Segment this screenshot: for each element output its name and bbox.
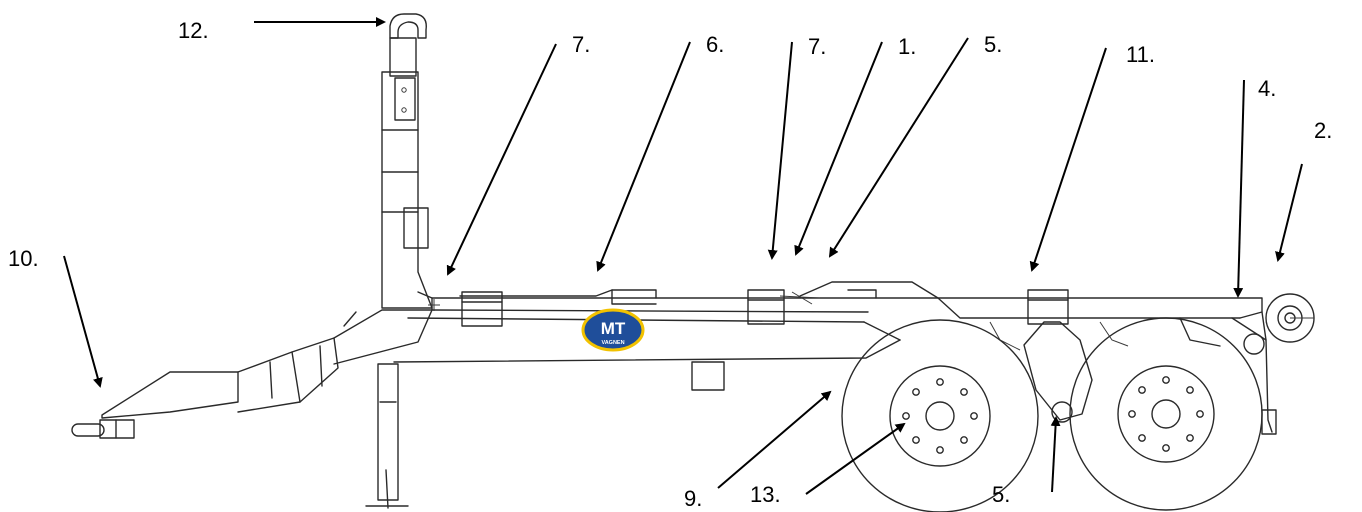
callout-10: 10. — [8, 246, 39, 271]
callout-7-middle: 7. — [808, 34, 827, 59]
arrow-9 — [717, 390, 832, 489]
arrow-1 — [794, 41, 883, 256]
arrow-10 — [63, 255, 103, 388]
towing-eye — [71, 419, 135, 439]
wheel-rear — [1069, 317, 1263, 511]
hook-arm — [381, 37, 433, 309]
callout-11: 11. — [1126, 42, 1155, 67]
mt-vagnen-logo: MT VAGNEN — [581, 308, 645, 352]
arrow-7-front — [446, 43, 557, 276]
arrow-7-middle — [767, 41, 793, 260]
support-leg — [365, 363, 409, 509]
callout-5-top: 5. — [984, 32, 1003, 57]
arrow-6 — [596, 41, 691, 272]
arrow-13 — [805, 422, 906, 495]
roller-middle — [747, 289, 785, 325]
arrow-5-bottom — [1050, 416, 1061, 493]
callout-7-front: 7. — [572, 32, 591, 57]
arrow-4 — [1233, 79, 1245, 298]
callout-12: 12. — [178, 18, 209, 43]
callout-2: 2. — [1314, 118, 1333, 143]
callout-13: 13. — [750, 482, 781, 507]
arrow-11 — [1029, 47, 1107, 272]
bed-rails — [459, 281, 939, 305]
svg-text:VAGNEN: VAGNEN — [601, 340, 624, 346]
callout-6: 6. — [706, 32, 725, 57]
callout-5-bottom: 5. — [992, 482, 1011, 507]
arrow-2 — [1275, 163, 1303, 262]
callout-arrows — [63, 17, 1303, 495]
wheel-front — [841, 319, 1039, 512]
callout-9: 9. — [684, 486, 703, 511]
tool-box — [691, 361, 725, 391]
callout-4: 4. — [1258, 76, 1277, 101]
callout-1: 1. — [898, 34, 917, 59]
main-frame — [393, 291, 1263, 363]
svg-text:MT: MT — [601, 319, 626, 338]
rear-roller — [1243, 293, 1315, 355]
arrow-5-top — [828, 37, 969, 258]
lifting-hook — [389, 13, 427, 39]
roller-front — [461, 291, 503, 327]
suspension — [989, 317, 1277, 435]
roller-rear — [1027, 289, 1069, 325]
